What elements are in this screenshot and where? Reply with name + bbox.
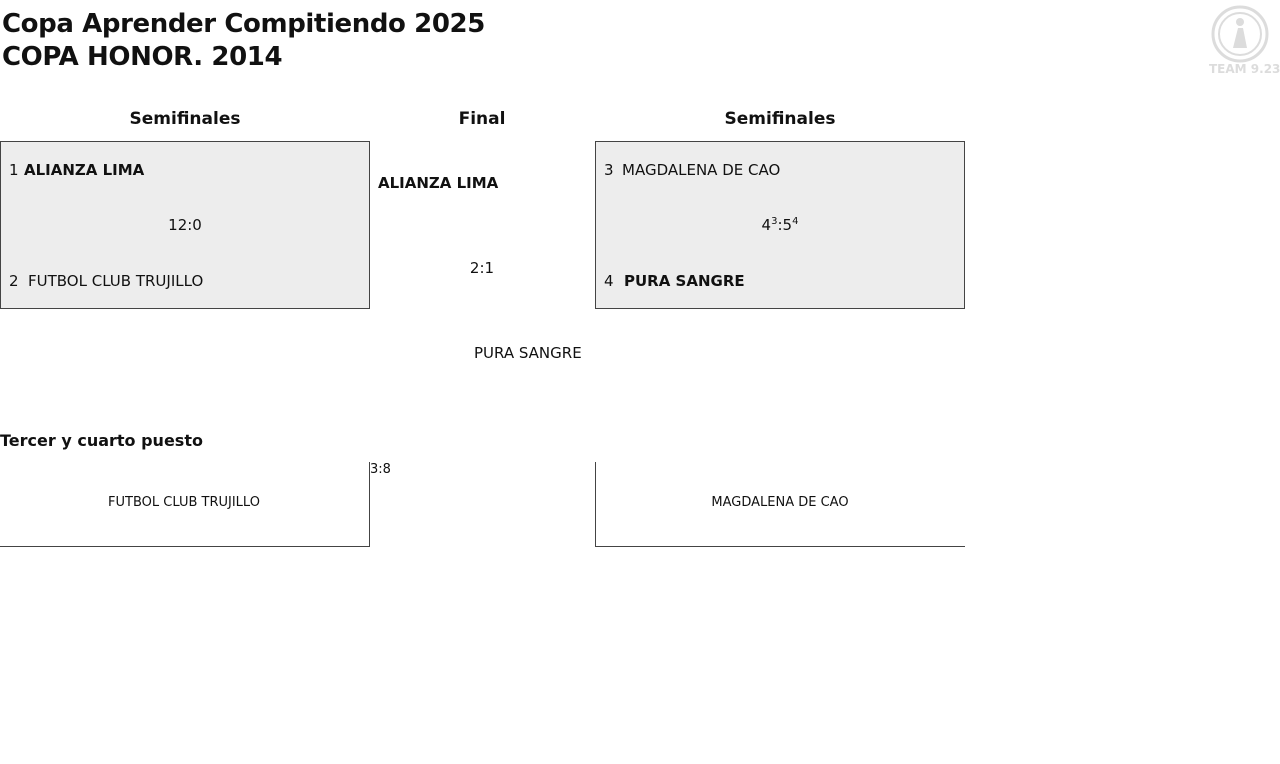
- bracket-line: [595, 462, 596, 547]
- semifinal-right-match[interactable]: 3 MAGDALENA DE CAO 43:54 4 PURA SANGRE: [595, 141, 965, 309]
- logo-text: TEAM 9.23: [1209, 62, 1280, 76]
- team-logo: TEAM 9.23: [1207, 4, 1280, 78]
- final-team-top[interactable]: ALIANZA LIMA: [378, 174, 499, 192]
- tournament-subtitle: COPA HONOR. 2014: [2, 42, 283, 72]
- third-place-team-left[interactable]: FUTBOL CLUB TRUJILLO: [108, 495, 260, 510]
- team-name-winner[interactable]: PURA SANGRE: [624, 272, 745, 290]
- semifinal-left-match[interactable]: 1 ALIANZA LIMA 12:0 2 FUTBOL CLUB TRUJIL…: [0, 141, 370, 309]
- third-place-team-right[interactable]: MAGDALENA DE CAO: [711, 495, 849, 510]
- heading-semifinals-right: Semifinales: [724, 109, 836, 129]
- score-b-penalties: 4: [792, 216, 799, 227]
- logo-emblem-icon: [1211, 5, 1269, 63]
- bracket-line: [595, 546, 965, 547]
- tournament-title: Copa Aprender Compitiendo 2025: [2, 9, 485, 39]
- seed-number: 2: [9, 272, 19, 290]
- heading-final: Final: [458, 109, 506, 129]
- heading-semifinals-left: Semifinales: [129, 109, 241, 129]
- third-place-heading: Tercer y cuarto puesto: [0, 431, 203, 450]
- bracket-line: [0, 546, 370, 547]
- seed-number: 4: [604, 272, 614, 290]
- team-name-winner[interactable]: ALIANZA LIMA: [24, 161, 145, 179]
- score-a: 4: [761, 216, 772, 234]
- third-place-score: 3:8: [370, 462, 391, 477]
- seed-number: 3: [604, 161, 614, 179]
- team-name[interactable]: FUTBOL CLUB TRUJILLO: [28, 272, 204, 290]
- match-score: 12:0: [168, 216, 202, 234]
- final-team-bottom[interactable]: PURA SANGRE: [474, 344, 582, 362]
- seed-number: 1: [9, 161, 19, 179]
- team-name[interactable]: MAGDALENA DE CAO: [622, 161, 781, 179]
- score-b: 5: [782, 216, 793, 234]
- score-a-penalties: 3: [771, 216, 778, 227]
- bracket-line: [369, 462, 370, 547]
- match-score: 43:54: [761, 216, 799, 234]
- final-score: 2:1: [469, 259, 495, 277]
